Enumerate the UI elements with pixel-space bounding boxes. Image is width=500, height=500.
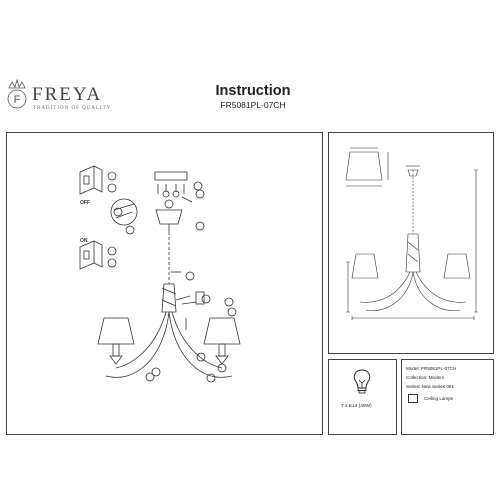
ceiling-lamp-icon [408, 394, 418, 403]
model-code: FR5081PL-07CH [220, 100, 286, 110]
bulb-panel [328, 359, 397, 435]
model-info: Model: FR5081PL-07CH [406, 366, 457, 371]
page-title: Instruction [215, 83, 291, 99]
switch-on-icon [79, 240, 103, 270]
collection-info: Collection: Modern [406, 375, 445, 380]
type-info: Ceiling Lamps [424, 396, 454, 401]
bulb-icon [353, 369, 371, 394]
bulb-spec: 7 x E14 (40W) [341, 404, 372, 409]
svg-text:F: F [14, 94, 21, 106]
dimensions-diagram [345, 147, 478, 320]
brand-tagline: TRADITION OF QUALITY [33, 106, 112, 111]
on-label: ON [80, 238, 88, 244]
off-label: OFF [80, 200, 90, 206]
dimensions-panel [328, 132, 494, 354]
info-panel [401, 359, 494, 435]
freya-logo-icon: F [7, 78, 27, 109]
series-info: Series: New Series 081 [406, 384, 455, 389]
switch-off-icon [79, 165, 103, 195]
brand-name: FREYA [32, 84, 103, 105]
assembly-panel [6, 132, 323, 435]
assembly-diagram: OFF ON [79, 165, 241, 383]
